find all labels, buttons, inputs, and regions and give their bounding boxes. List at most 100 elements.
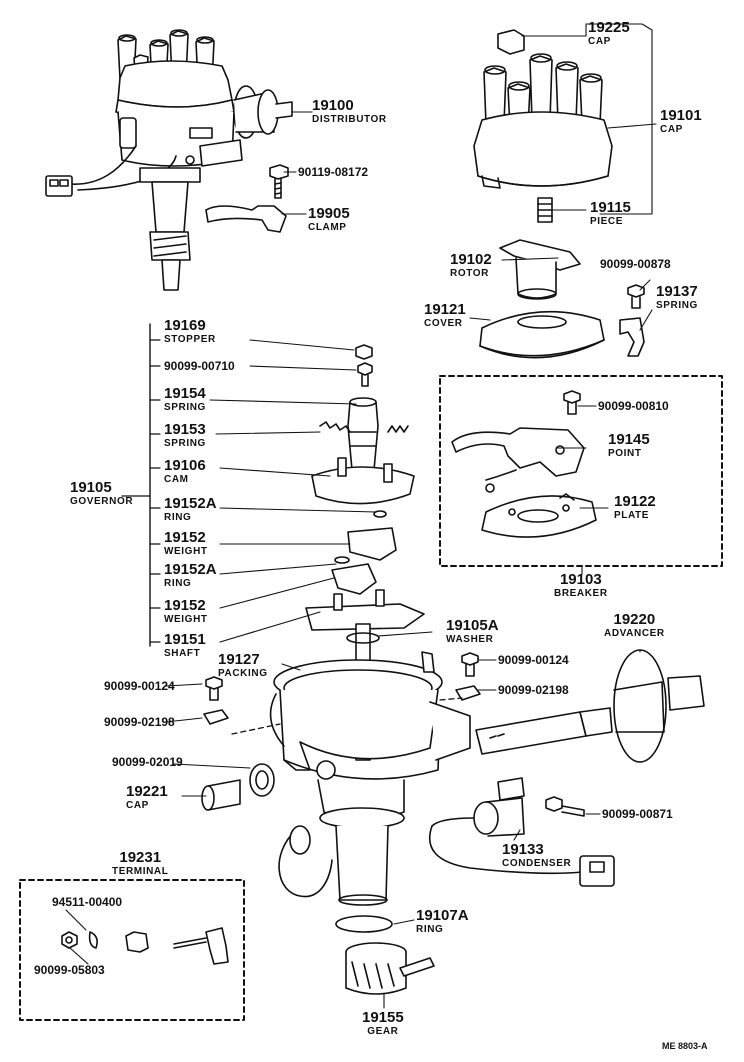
part-number: 19100 [312,97,354,114]
point-19145-drawing [451,427,585,493]
ring-drawing-2 [334,556,350,564]
label-19225: 19225 CAP [588,20,630,47]
figure-code: ME 8803-A [662,1041,708,1051]
label-90099-05803: 90099-05803 [34,963,105,977]
part-name: WEIGHT [164,546,208,557]
part-number: 19152A [164,495,217,512]
terminal-19231-drawing [61,927,229,965]
housing-drawing [273,651,471,906]
part-number: 19106 [164,457,206,474]
part-name: GEAR [367,1026,399,1037]
cam-19106-drawing [311,397,415,505]
label-19106: 19106 CAM [164,458,206,485]
part-number: 19155 [362,1009,404,1026]
label-90119-08172: 90119-08172 [298,165,369,179]
part-number: 19231 [119,849,162,866]
stopper-drawing [355,344,373,360]
part-number: 19122 [614,493,656,510]
label-19152a-1: 19152A RING [164,496,217,523]
label-19221: 19221 CAP [126,784,168,811]
part-number: 19105 [70,479,112,496]
part-number: 19905 [308,205,350,222]
clamp-19905-drawing [205,205,287,233]
part-name: ADVANCER [604,628,665,639]
label-19169: 19169 STOPPER [164,318,216,345]
washer-drawing [346,632,380,644]
label-19145: 19145 POINT [608,432,650,459]
advancer-19220-drawing [475,649,705,763]
part-name: PACKING [218,668,268,679]
part-name: CLAMP [308,222,347,233]
screw-00710-drawing [357,362,373,387]
part-name: RING [416,924,444,935]
part-number: 19152 [164,597,206,614]
label-19155: 19155 GEAR [362,1010,404,1037]
label-19122: 19122 PLATE [614,494,656,521]
part-number: 19127 [218,651,260,668]
part-name: CAP [660,124,683,135]
part-number: 19145 [608,431,650,448]
part-name: WASHER [446,634,494,645]
label-90099-02198-left: 90099-02198 [104,715,175,729]
wire-drawing [278,829,333,898]
part-number: 19151 [164,631,206,648]
part-name: POINT [608,448,642,459]
label-19152a-2: 19152A RING [164,562,217,589]
part-number: 19154 [164,385,206,402]
condenser-19133-drawing [428,777,615,887]
part-number: 19221 [126,783,168,800]
ring-19107a-drawing [335,915,393,933]
part-number: 19133 [502,841,544,858]
part-number: 19225 [588,19,630,36]
part-name: CONDENSER [502,858,572,869]
part-name: SPRING [164,402,206,413]
part-name: STOPPER [164,334,216,345]
part-name: ROTOR [450,268,489,279]
part-name: CAM [164,474,189,485]
label-19101: 19101 CAP [660,108,702,135]
label-19220: 19220 ADVANCER [604,612,665,639]
cover-19121-drawing [479,310,605,359]
part-name: COVER [424,318,463,329]
label-19154: 19154 SPRING [164,386,206,413]
part-number: 19105A [446,617,499,634]
label-90099-00124-left: 90099-00124 [104,679,175,693]
part-name: SPRING [164,438,206,449]
part-number: 19115 [590,199,631,216]
label-19231: 19231 TERMINAL [112,850,168,877]
part-number: 19152 [164,529,206,546]
label-19151: 19151 SHAFT [164,632,206,659]
part-name: DISTRIBUTOR [312,114,387,125]
springs-19153-drawing [319,421,409,433]
weight-drawing-1 [347,527,397,561]
part-name: PIECE [590,216,624,227]
label-19100: 19100 DISTRIBUTOR [312,98,387,125]
label-19105a: 19105A WASHER [446,618,499,645]
label-90099-00710: 90099-00710 [164,359,235,373]
part-number: 19152A [164,561,217,578]
label-19103: 19103 BREAKER [554,572,608,599]
part-number: 19121 [424,301,466,318]
part-number: 19103 [559,571,602,588]
weight-drawing-2 [331,563,377,595]
ring-drawing-1 [373,510,387,518]
screw-00810-drawing [563,390,581,415]
spring-19137-drawing [619,284,645,357]
screw-00124-right-drawing [455,652,481,701]
part-number: 19137 [656,283,698,300]
part-name: RING [164,578,192,589]
label-94511-00400: 94511-00400 [52,895,123,909]
screw-00124-left-drawing [203,676,229,725]
part-name: SPRING [656,300,698,311]
label-19115: 19115 PIECE [590,200,631,227]
label-90099-00810: 90099-00810 [598,399,669,413]
part-number: 19101 [660,107,702,124]
part-name: WEIGHT [164,614,208,625]
cap-19101-drawing [473,29,613,223]
label-19152-2: 19152 WEIGHT [164,598,208,625]
part-name: TERMINAL [112,866,169,877]
label-90099-00878: 90099-00878 [600,257,671,271]
label-19133: 19133 CONDENSER [502,842,571,869]
